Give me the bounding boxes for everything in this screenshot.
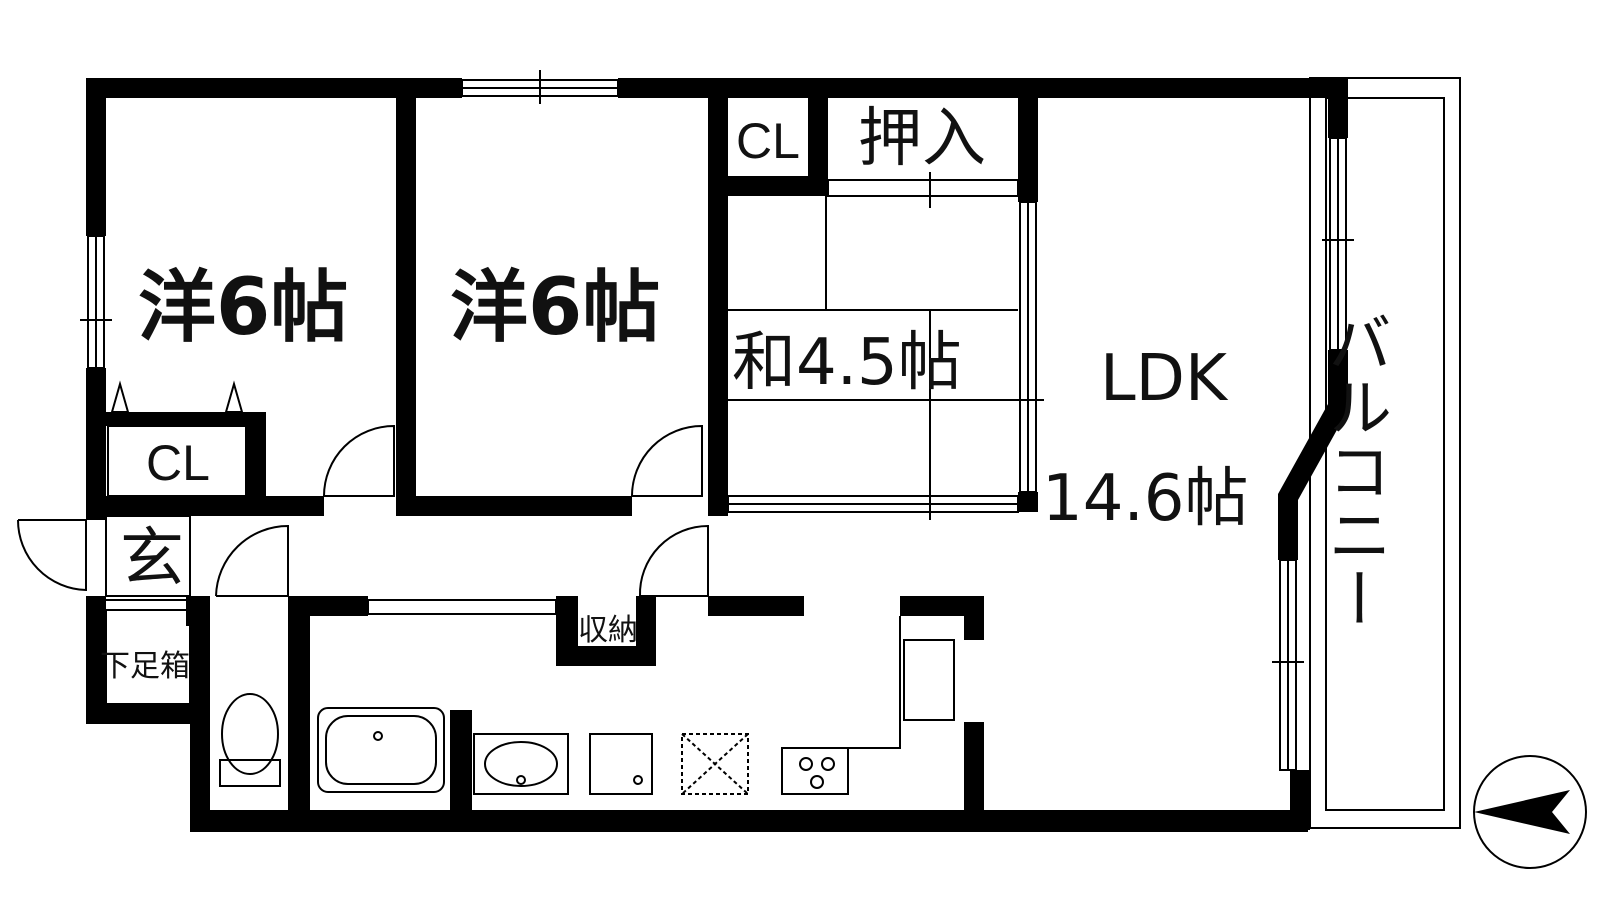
stove-icon (799, 757, 835, 789)
room-label-western-1: 洋6帖 (138, 263, 348, 353)
oshiire-label: 押入 (858, 102, 986, 176)
bathtub-icon (317, 707, 445, 793)
north-arrow-icon (1473, 755, 1587, 869)
closet-left (107, 380, 247, 497)
entrance-area (105, 515, 191, 705)
sliding-doors (367, 172, 1044, 615)
closet-label-left: CL (146, 435, 210, 491)
closet-label-top: CL (736, 113, 800, 169)
washbasin-icon (473, 733, 569, 795)
shoe-box-label: 下足箱 (100, 649, 190, 684)
doors (17, 424, 709, 597)
windows (80, 70, 1354, 771)
room-label-ldk-size: 14.6帖 (1042, 462, 1249, 536)
refrigerator-space-icon (681, 733, 749, 795)
room-label-japanese: 和4.5帖 (732, 326, 962, 400)
storage-label: 収納 (578, 613, 638, 648)
entrance-label: 玄 (120, 522, 184, 596)
balcony-label: バルコニー (1317, 310, 1391, 630)
room-label-western-2: 洋6帖 (450, 263, 660, 353)
toilet-icon (219, 693, 281, 787)
tatami-lines (728, 196, 1018, 496)
room-label-ldk: LDK (1100, 342, 1229, 416)
walls (86, 78, 1348, 832)
washing-machine-space-icon (589, 733, 653, 795)
kitchen-counter (781, 616, 955, 795)
